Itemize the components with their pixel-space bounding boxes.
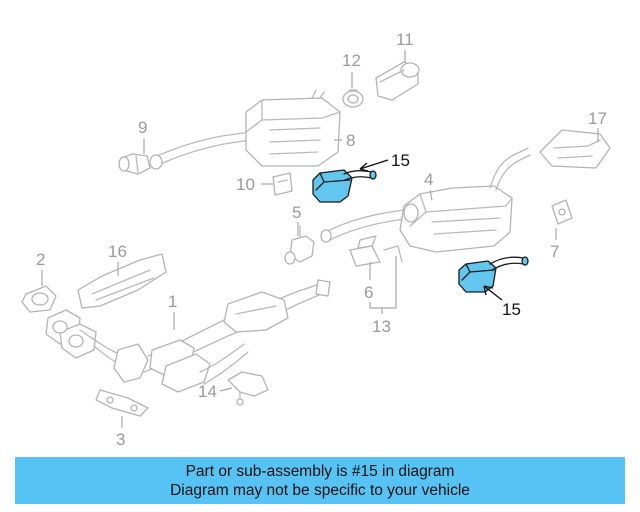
callout-15-upper: 15 [391,151,410,170]
info-banner: Part or sub-assembly is #15 in diagram D… [15,457,625,504]
callout-13: 13 [372,317,391,336]
bracket-3 [95,389,149,417]
gasket-2 [21,285,57,313]
callout-1: 1 [168,292,177,311]
callout-2: 2 [36,250,45,269]
hanger-7 [551,199,573,225]
heat-shield-16 [77,253,167,309]
callout-12: 12 [342,51,361,70]
tailpipe-tip-11 [375,61,420,101]
callout-11: 11 [396,30,414,49]
callout-5: 5 [292,203,301,222]
highlighted-part-15-lower [458,256,529,293]
callout-7: 7 [550,242,559,261]
exhaust-system-diagram: 11 12 9 8 10 4 17 5 7 16 2 6 1 13 14 3 1… [21,30,611,449]
front-pipe-1 [45,279,331,393]
callout-numbers: 11 12 9 8 10 4 17 5 7 16 2 6 1 13 14 3 1… [36,30,607,449]
callout-15-lower: 15 [502,300,521,319]
callout-3: 3 [116,430,125,449]
muffler-4 [320,147,531,253]
part-5 [284,225,315,265]
clamp-12 [342,89,364,108]
leader-lines [41,50,599,428]
clamp-9 [118,153,151,175]
banner-line-1: Part or sub-assembly is #15 in diagram [185,462,455,480]
mount-10 [272,172,293,196]
heat-shield-17 [539,129,611,169]
bracket-6 [349,235,403,267]
arrows-15 [359,159,503,301]
callout-6: 6 [364,283,373,302]
bracket-14 [227,371,269,406]
muffler-8 [149,89,341,170]
callout-4: 4 [424,170,433,189]
callout-8: 8 [346,131,355,150]
callout-10: 10 [236,175,255,194]
banner-line-2: Diagram may not be specific to your vehi… [170,481,470,499]
callout-9: 9 [138,118,147,137]
highlighted-part-15-upper [312,169,377,203]
callout-17: 17 [588,109,607,128]
callout-16: 16 [108,242,127,261]
callout-14: 14 [198,382,217,401]
